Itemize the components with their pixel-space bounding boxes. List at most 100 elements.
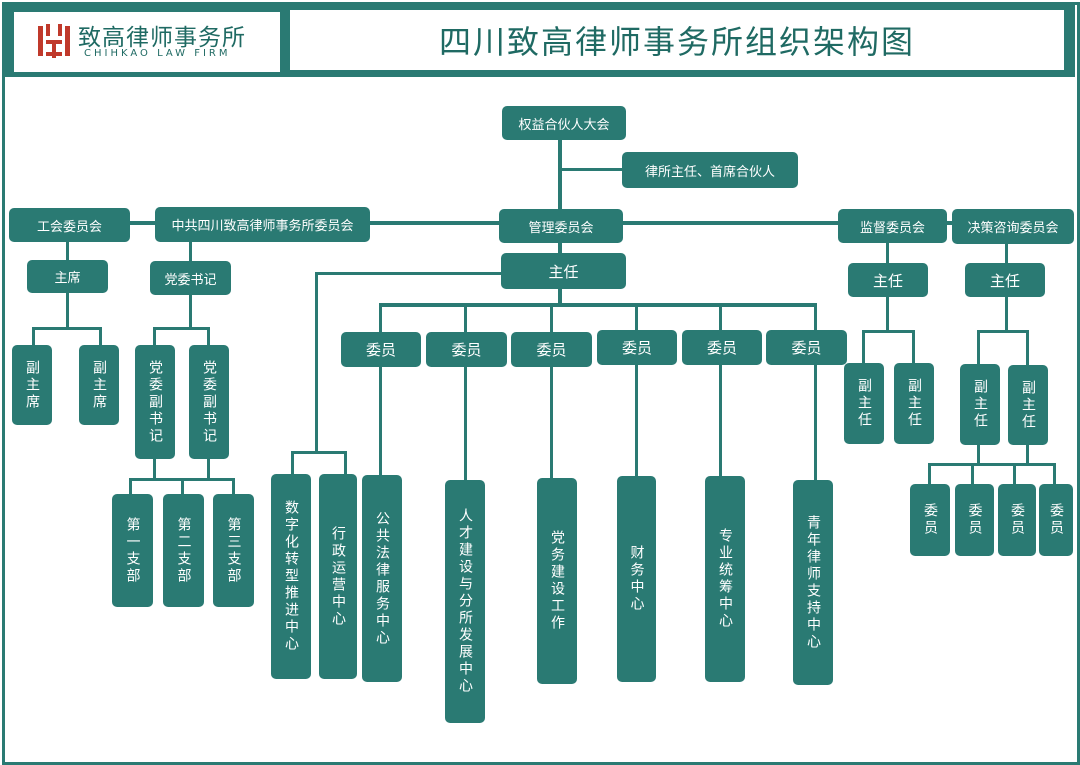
connector xyxy=(912,330,915,364)
connector xyxy=(464,365,467,484)
connector xyxy=(66,293,69,329)
supervision-vice-chief-node: 副主任 xyxy=(844,363,884,444)
union-committee-node: 工会委员会 xyxy=(9,208,130,242)
connector xyxy=(814,365,817,482)
connector xyxy=(189,237,192,263)
title-box: 四川致高律师事务所组织架构图 xyxy=(290,10,1064,70)
connector xyxy=(562,168,624,171)
member-node: 委员 xyxy=(766,330,847,365)
center-node: 人才建设与分所发展中心 xyxy=(445,480,485,723)
connector xyxy=(1053,463,1056,485)
connector xyxy=(977,330,1029,333)
party-branch-node: 第三支部 xyxy=(213,494,254,607)
connector xyxy=(129,478,132,496)
logo-english-name: CHIHKAO LAW FIRM xyxy=(84,48,231,59)
advisory-member-node: 委员 xyxy=(910,484,950,556)
logo-chinese-name: 致高律师事务所 xyxy=(78,25,246,51)
center-node: 公共法律服务中心 xyxy=(362,475,402,682)
connector xyxy=(291,451,347,454)
advisory-member-node: 委员 xyxy=(955,484,994,556)
connector xyxy=(719,365,722,478)
supervision-chief-node: 主任 xyxy=(848,263,928,297)
connector xyxy=(558,287,562,305)
union-vice-chair-node: 副主席 xyxy=(12,345,52,425)
connector xyxy=(928,463,1056,466)
connector xyxy=(207,457,210,481)
connector xyxy=(189,293,192,329)
connector xyxy=(558,134,562,219)
supervision-vice-chief-node: 副主任 xyxy=(894,363,934,444)
connector xyxy=(291,451,294,476)
chief-node: 主任 xyxy=(501,253,626,289)
connector xyxy=(379,303,817,307)
director-node: 律所主任、首席合伙人 xyxy=(622,152,798,188)
center-node: 青年律师支持中心 xyxy=(793,480,833,685)
center-node: 数字化转型推进中心 xyxy=(271,474,311,679)
connector xyxy=(66,237,69,263)
connector xyxy=(886,237,889,263)
connector xyxy=(635,303,638,333)
connector xyxy=(32,327,35,347)
advisory-vice-chief-node: 副主任 xyxy=(960,364,1000,445)
connector xyxy=(32,327,102,330)
connector xyxy=(862,330,865,364)
connector xyxy=(207,327,210,347)
connector xyxy=(1026,330,1029,365)
union-chair-node: 主席 xyxy=(27,260,108,293)
member-node: 委员 xyxy=(682,330,762,365)
advisory-committee-node: 决策咨询委员会 xyxy=(952,209,1074,244)
advisory-chief-node: 主任 xyxy=(965,263,1045,297)
party-branch-node: 第二支部 xyxy=(163,494,204,607)
member-node: 委员 xyxy=(597,330,677,365)
member-node: 委员 xyxy=(511,332,592,367)
connector xyxy=(1005,296,1008,332)
connector xyxy=(1026,445,1029,465)
supervision-committee-node: 监督委员会 xyxy=(838,209,947,243)
connector xyxy=(635,365,638,478)
connector xyxy=(1013,463,1016,485)
advisory-member-node: 委员 xyxy=(1039,484,1073,556)
party-branch-node: 第一支部 xyxy=(112,494,153,607)
connector xyxy=(344,451,347,476)
connector xyxy=(928,463,931,485)
firm-logo-icon xyxy=(38,24,70,58)
center-node: 行政运营中心 xyxy=(319,474,357,679)
party-committee-node: 中共四川致高律师事务所委员会 xyxy=(155,207,370,242)
connector xyxy=(379,303,382,333)
connector xyxy=(153,327,210,330)
connector xyxy=(886,296,889,332)
connector xyxy=(315,272,503,275)
center-node: 专业统筹中心 xyxy=(705,476,745,682)
connector xyxy=(153,327,156,347)
center-node: 党务建设工作 xyxy=(537,478,577,684)
member-node: 委员 xyxy=(341,332,421,367)
management-committee-node: 管理委员会 xyxy=(499,209,623,243)
connector xyxy=(550,365,553,480)
org-chart: 权益合伙人大会 律所主任、首席合伙人 管理委员会 工会委员会 中共四川致高律师事… xyxy=(5,77,1075,755)
advisory-member-node: 委员 xyxy=(998,484,1036,556)
union-vice-chair-node: 副主席 xyxy=(79,345,119,425)
connector xyxy=(99,327,102,347)
connector xyxy=(1005,237,1008,263)
center-node: 财务中心 xyxy=(617,476,656,682)
connector xyxy=(862,330,915,333)
party-deputy-secretary-node: 党委副书记 xyxy=(189,345,229,459)
connector xyxy=(719,303,722,333)
party-secretary-node: 党委书记 xyxy=(150,261,231,295)
partners-assembly-node: 权益合伙人大会 xyxy=(502,106,626,140)
member-node: 委员 xyxy=(426,332,507,367)
advisory-vice-chief-node: 副主任 xyxy=(1008,365,1048,445)
connector xyxy=(971,463,974,485)
connector xyxy=(550,303,553,333)
connector xyxy=(379,365,382,478)
connector xyxy=(814,303,817,333)
connector xyxy=(181,478,184,496)
connector xyxy=(977,445,980,465)
connector xyxy=(153,457,156,481)
party-deputy-secretary-node: 党委副书记 xyxy=(135,345,175,459)
logo: 致高律师事务所 CHIHKAO LAW FIRM xyxy=(12,10,282,74)
connector xyxy=(464,303,467,333)
connector xyxy=(315,272,318,454)
connector xyxy=(977,330,980,365)
